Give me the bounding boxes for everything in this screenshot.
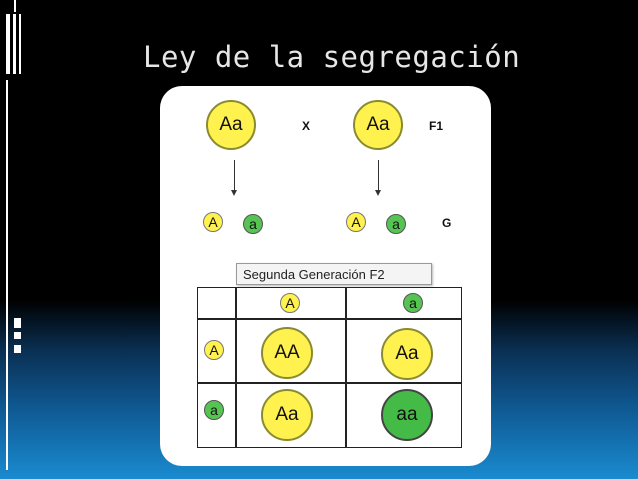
gamete-right-A: A [346, 212, 366, 232]
parent2-circle: Aa [353, 100, 403, 150]
f2-title: Segunda Generación F2 [243, 266, 385, 282]
punnett-cell-aa: aa [381, 389, 433, 441]
diagram-panel: Aa X Aa F1 A a A a G Segunda Generación … [160, 86, 491, 466]
punnett-cell-Aa-top: Aa [381, 328, 433, 380]
cross-symbol: X [302, 119, 311, 133]
punnett-cell-AA: AA [261, 327, 313, 379]
arrow-left [234, 160, 235, 192]
gamete-left-a: a [243, 214, 263, 234]
grid-line-h1 [198, 318, 461, 320]
col-header-a: a [403, 293, 423, 313]
parent1-circle: Aa [206, 100, 256, 150]
arrowhead-left [231, 190, 237, 196]
arrow-right [378, 160, 379, 192]
arrowhead-right [375, 190, 381, 196]
gamete-right-a: a [386, 214, 406, 234]
row-header-a: a [204, 400, 224, 420]
slide-title: Ley de la segregación [143, 40, 521, 74]
grid-line-h2 [198, 382, 461, 384]
f1-label: F1 [429, 119, 444, 133]
left-decorative-bar [0, 0, 25, 479]
punnett-cell-Aa-bottom: Aa [261, 389, 313, 441]
f2-title-box: Segunda Generación F2 [236, 263, 432, 285]
gamete-left-A: A [203, 212, 223, 232]
col-header-A: A [280, 293, 300, 313]
g-label: G [442, 216, 452, 230]
grid-line-v1 [235, 288, 237, 447]
row-header-A: A [204, 340, 224, 360]
grid-line-v2 [345, 288, 347, 447]
punnett-square: A a A a AA Aa Aa aa [197, 287, 462, 448]
